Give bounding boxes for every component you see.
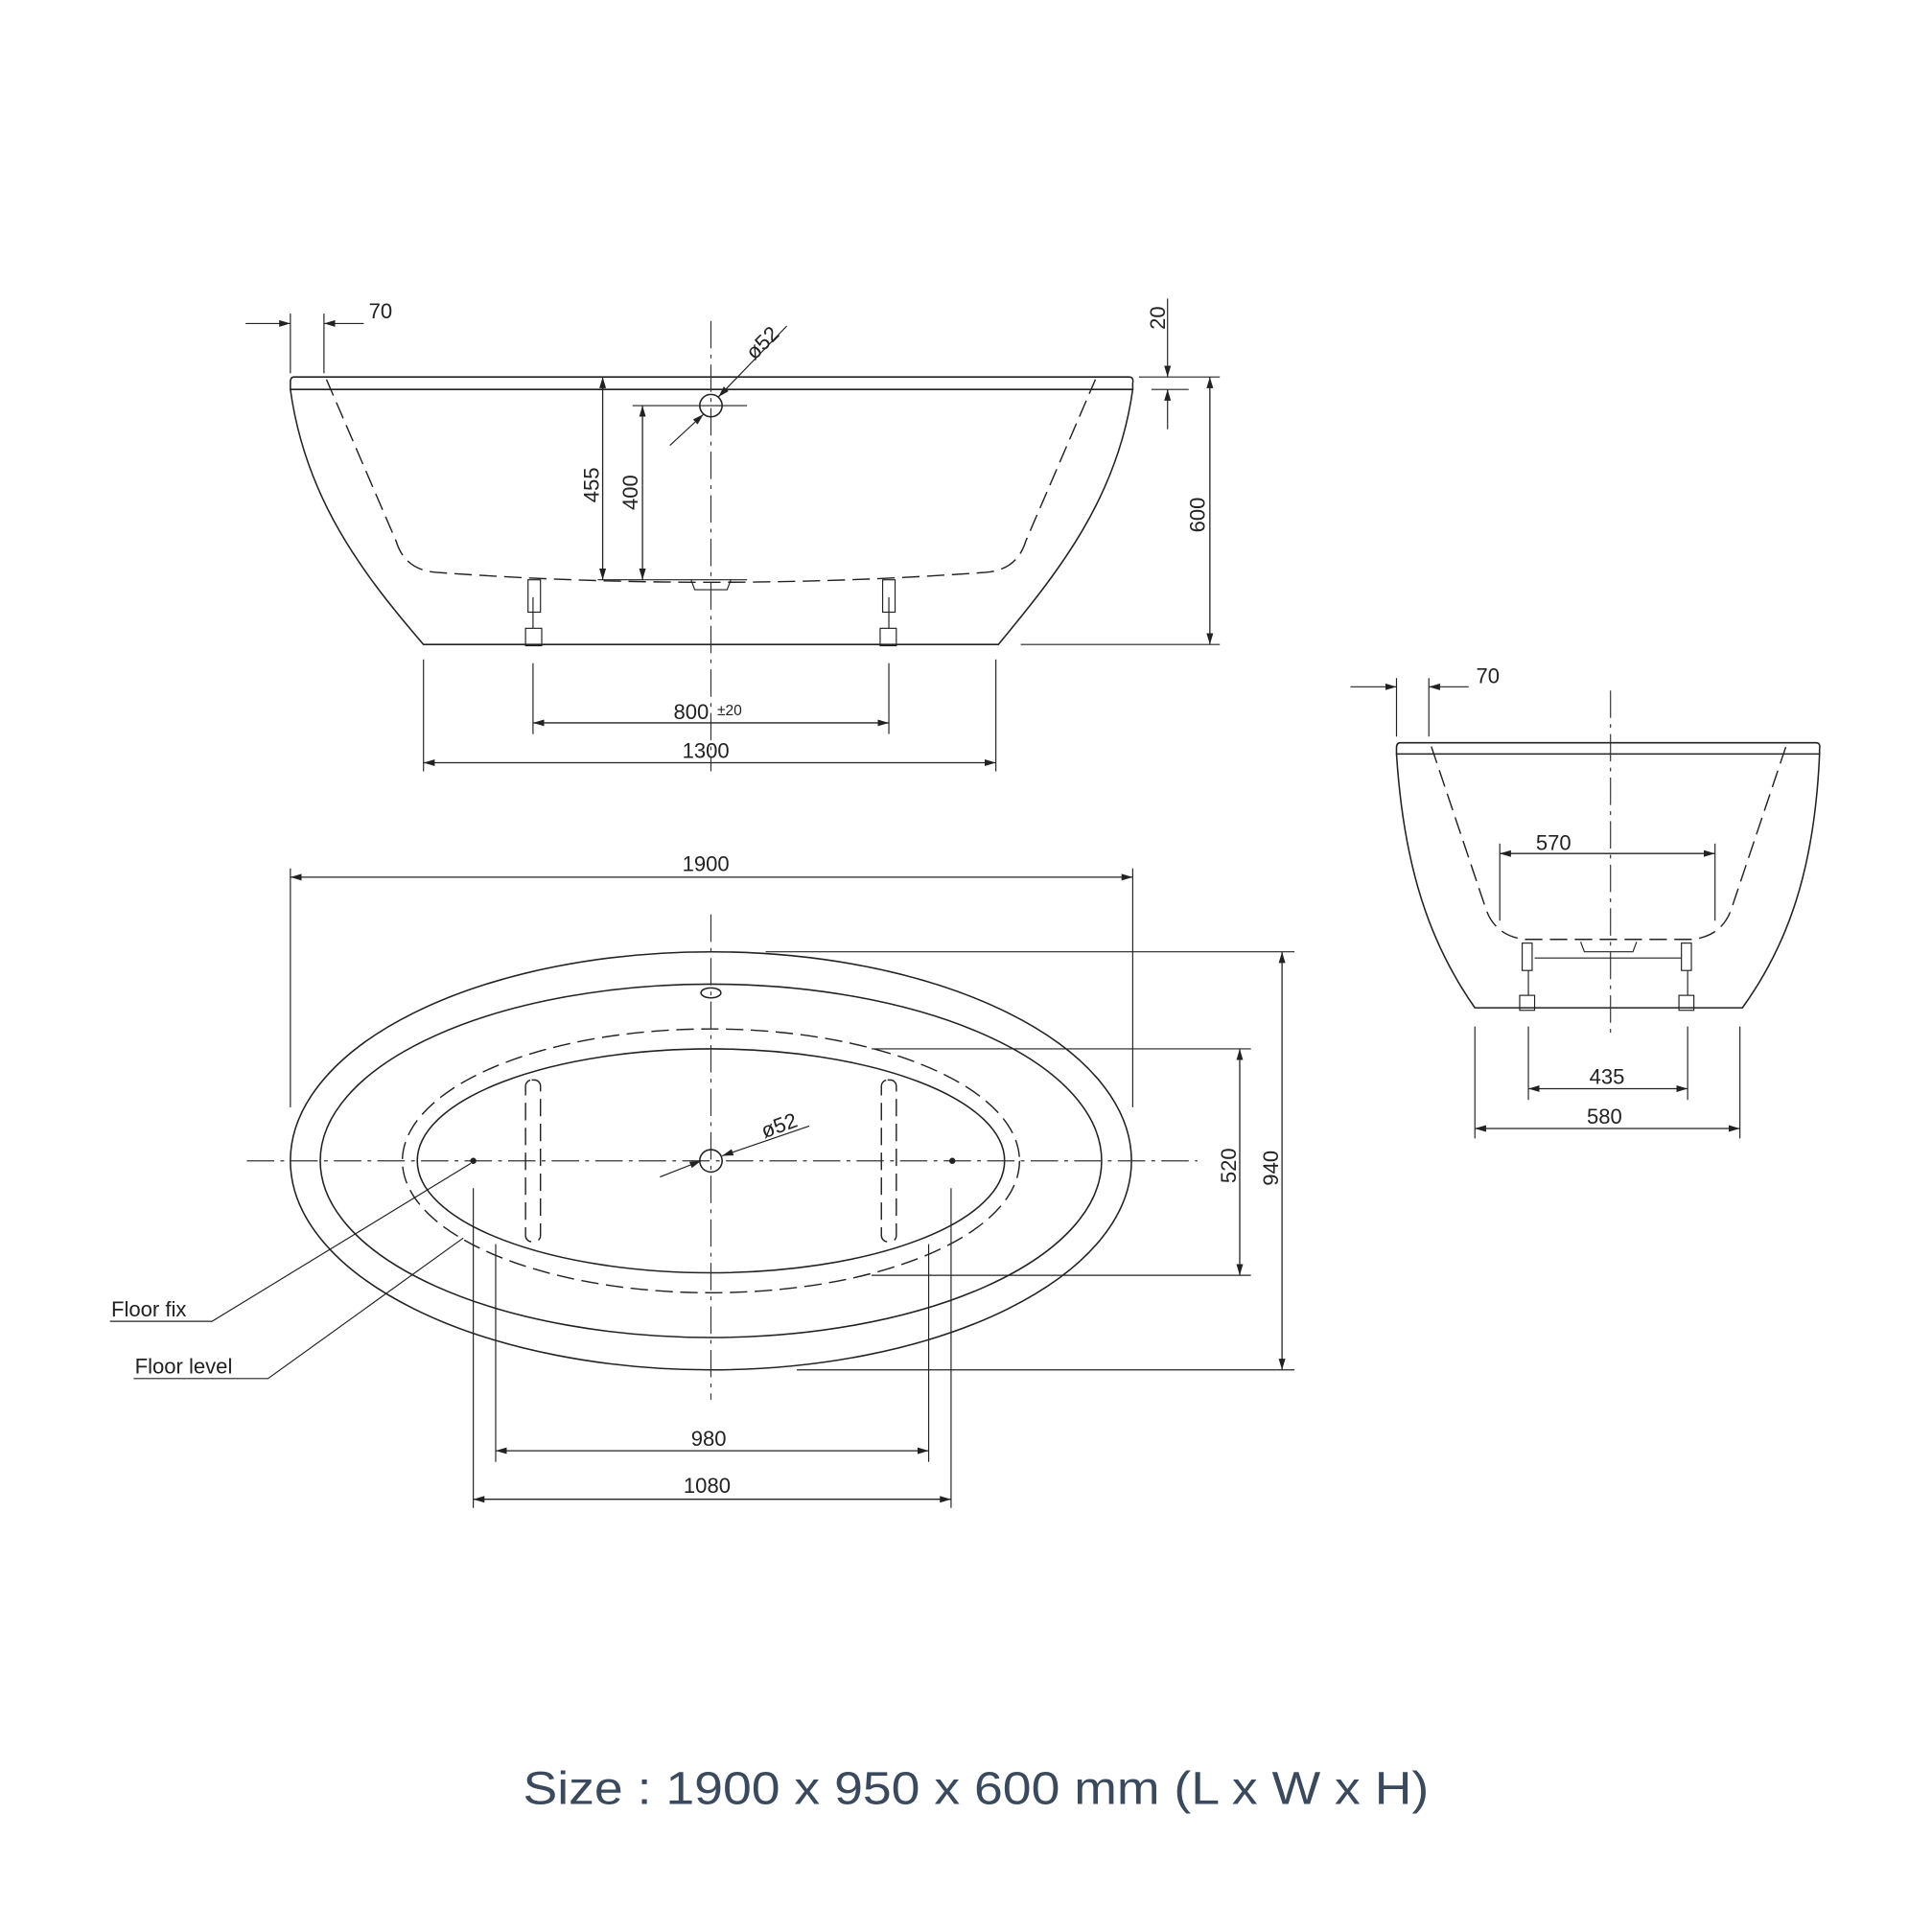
leg-left (524, 579, 543, 647)
overflow-diameter-label: ø52 (741, 321, 784, 364)
floor-fix-label: Floor fix (111, 1297, 186, 1321)
end-rim (1395, 741, 1821, 756)
end-outer-body (1395, 754, 1821, 1009)
leg-tolerance-label: ±20 (717, 703, 742, 719)
base-length-label: 1300 (683, 738, 730, 762)
side-dimension-lines (245, 298, 1221, 772)
rail-left (524, 1079, 542, 1243)
inner-width-label: 520 (1217, 1148, 1241, 1183)
end-rim-offset-label: 70 (1477, 663, 1501, 687)
size-caption: Size : 1900 x 950 x 600 mm (L x W x H) (524, 1764, 1430, 1815)
floor-fix-leader (109, 1162, 472, 1322)
plan-view: 1900 940 520 ø52 980 1080 Floor fix Floo… (109, 851, 1295, 1508)
plan-dimension-lines (290, 868, 1295, 1508)
fix-spacing-label: 1080 (684, 1474, 731, 1498)
rail-right (880, 1079, 897, 1243)
overflow-height-455-label: 455 (580, 467, 604, 502)
drain-diameter-label: ø52 (757, 1108, 800, 1143)
side-rim (290, 376, 1134, 390)
overflow-icon (700, 987, 722, 999)
side-rim-height-label: 20 (1146, 306, 1170, 330)
floor-level-leader (133, 1237, 464, 1380)
side-total-height-label: 600 (1186, 498, 1210, 533)
end-inner-basin (1431, 746, 1787, 941)
side-rim-offset-label: 70 (369, 299, 393, 323)
end-base-width-label: 580 (1587, 1105, 1622, 1128)
side-view: 70 20 600 455 400 ø52 800 ±20 1300 (245, 298, 1221, 772)
overflow-height-400-label: 400 (618, 475, 642, 510)
end-view: 70 570 435 580 (1350, 663, 1821, 1139)
floor-fix-point (470, 1157, 477, 1164)
end-leg-left (1519, 942, 1536, 1012)
end-leg-spacing-label: 435 (1590, 1064, 1625, 1088)
end-inner-width-label: 570 (1536, 830, 1571, 854)
leg-right (879, 579, 897, 647)
end-drain-outline (1580, 942, 1638, 953)
floor-fix-point (948, 1157, 956, 1164)
overall-width-label: 940 (1259, 1151, 1283, 1186)
side-outer-body (290, 389, 1134, 645)
end-dimension-lines (1350, 678, 1741, 1139)
overall-length-label: 1900 (683, 851, 730, 875)
leg-spacing-label: 800 (674, 700, 710, 724)
floor-level-label: Floor level (135, 1355, 233, 1379)
rail-spacing-label: 980 (691, 1427, 727, 1451)
end-leg-right (1678, 942, 1695, 1012)
